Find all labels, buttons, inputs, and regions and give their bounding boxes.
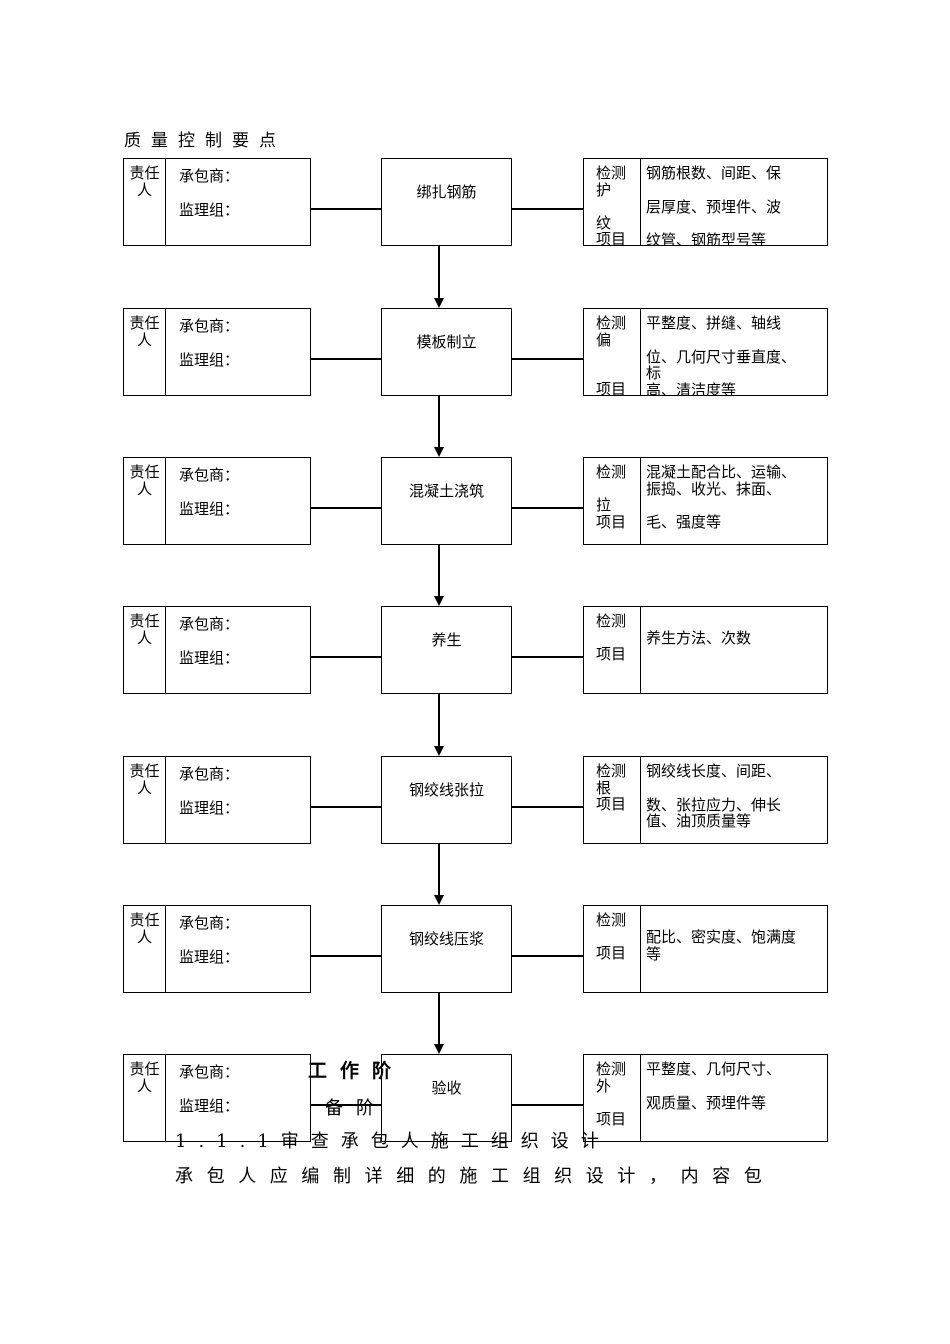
connector-line [310,208,382,210]
role-label: 责任人 [124,906,166,992]
contractor-label: 承包商： [179,167,240,185]
role-label: 责任人 [124,458,166,544]
connector-line [310,955,382,957]
inspection-items: 养生方法、次数 [646,628,752,647]
bg-line2: 承包人应编制详细的施工组织设计，内容包 [175,1166,776,1187]
inspection-box: 检测 项目 配比、密实度、饱满度 等 [583,905,828,993]
role-label: 责任人 [124,1055,166,1141]
arrow-down-icon [434,298,444,308]
responsibility-box: 责任人 承包商： 监理组： [123,457,311,545]
responsibility-box: 责任人 承包商： 监理组： [123,606,311,694]
responsibility-box: 责任人 承包商： 监理组： [123,158,311,246]
arrow-down-icon [434,447,444,457]
arrow-down-icon [434,895,444,905]
role-label: 责任人 [124,159,166,245]
contractor-label: 承包商： [179,1063,240,1081]
supervisor-label: 监理组： [179,500,240,518]
contractor-label: 承包商： [179,317,240,335]
connector-line [511,656,584,658]
process-step: 养生 [381,606,512,694]
bg-heading: 工作阶 [308,1060,405,1082]
inspection-label: 检测 项目 [584,906,641,992]
process-step: 钢绞线压浆 [381,905,512,993]
flow-line [438,246,440,298]
contractor-label: 承包商： [179,615,240,633]
flow-line [438,993,440,1044]
arrow-down-icon [434,1044,444,1054]
inspection-box: 检测 根 项目 钢绞线长度、间距、 数、张拉应力、伸长 值、油顶质量等 [583,756,828,844]
inspection-label: 检测 根 项目 [584,757,641,843]
connector-line [511,955,584,957]
inspection-label: 检测 偏 项目 [584,309,641,395]
process-step: 绑扎钢筋 [381,158,512,246]
contractor-label: 承包商： [179,466,240,484]
supervisor-label: 监理组： [179,649,240,667]
inspection-items: 钢筋根数、间距、保 层厚度、预埋件、波 纹管、钢筋型号等 [646,164,782,246]
responsibility-box: 责任人 承包商： 监理组： [123,756,311,844]
process-step: 混凝土浇筑 [381,457,512,545]
connector-line [511,358,584,360]
responsibility-box: 责任人 承包商： 监理组： [123,905,311,993]
process-step: 钢绞线张拉 [381,756,512,844]
process-step: 模板制立 [381,308,512,396]
supervisor-label: 监理组： [179,201,240,219]
arrow-down-icon [434,746,444,756]
inspection-box: 检测 偏 项目 平整度、拼缝、轴线 位、几何尺寸垂直度、 标 高、清洁度等 [583,308,828,396]
connector-line [310,358,382,360]
supervisor-label: 监理组： [179,948,240,966]
flow-line [438,694,440,746]
arrow-down-icon [434,596,444,606]
supervisor-label: 监理组： [179,799,240,817]
connector-line [310,507,382,509]
flow-line [438,545,440,596]
contractor-label: 承包商： [179,914,240,932]
connector-line [511,208,584,210]
connector-line [310,1104,382,1106]
connector-line [511,507,584,509]
inspection-items: 平整度、几何尺寸、 观质量、预埋件等 [646,1060,782,1112]
page-title: 质量控制要点 [124,131,286,151]
inspection-items: 混凝土配合比、运输、 振捣、收光、抹面、 毛、强度等 [646,463,797,532]
connector-line [310,806,382,808]
supervisor-label: 监理组： [179,351,240,369]
bg-subheading: 备阶 [325,1098,387,1119]
flow-line [438,844,440,895]
supervisor-label: 监理组： [179,1097,240,1115]
contractor-label: 承包商： [179,765,240,783]
role-label: 责任人 [124,309,166,395]
connector-line [310,656,382,658]
inspection-box: 检测 外 项目 平整度、几何尺寸、 观质量、预埋件等 [583,1054,828,1142]
inspection-items: 平整度、拼缝、轴线 位、几何尺寸垂直度、 标 高、清洁度等 [646,314,797,396]
connector-line [511,1104,584,1106]
process-step: 验收 [381,1054,512,1142]
inspection-box: 检测 护 纹 项目 钢筋根数、间距、保 层厚度、预埋件、波 纹管、钢筋型号等 [583,158,828,246]
bg-line1: 1.1.1审查承包人施工组织设计 [175,1131,611,1152]
inspection-box: 检测 项目 养生方法、次数 [583,606,828,694]
role-label: 责任人 [124,607,166,693]
connector-line [511,806,584,808]
flow-line [438,396,440,447]
responsibility-box: 责任人 承包商： 监理组： [123,1054,311,1142]
inspection-label: 检测 外 项目 [584,1055,641,1141]
responsibility-box: 责任人 承包商： 监理组： [123,308,311,396]
inspection-items: 钢绞线长度、间距、 数、张拉应力、伸长 值、油顶质量等 [646,762,782,831]
inspection-label: 检测 拉 项目 [584,458,641,544]
inspection-box: 检测 拉 项目 混凝土配合比、运输、 振捣、收光、抹面、 毛、强度等 [583,457,828,545]
inspection-label: 检测 项目 [584,607,641,693]
inspection-items: 配比、密实度、饱满度 等 [646,927,797,963]
role-label: 责任人 [124,757,166,843]
inspection-label: 检测 护 纹 项目 [584,159,641,245]
